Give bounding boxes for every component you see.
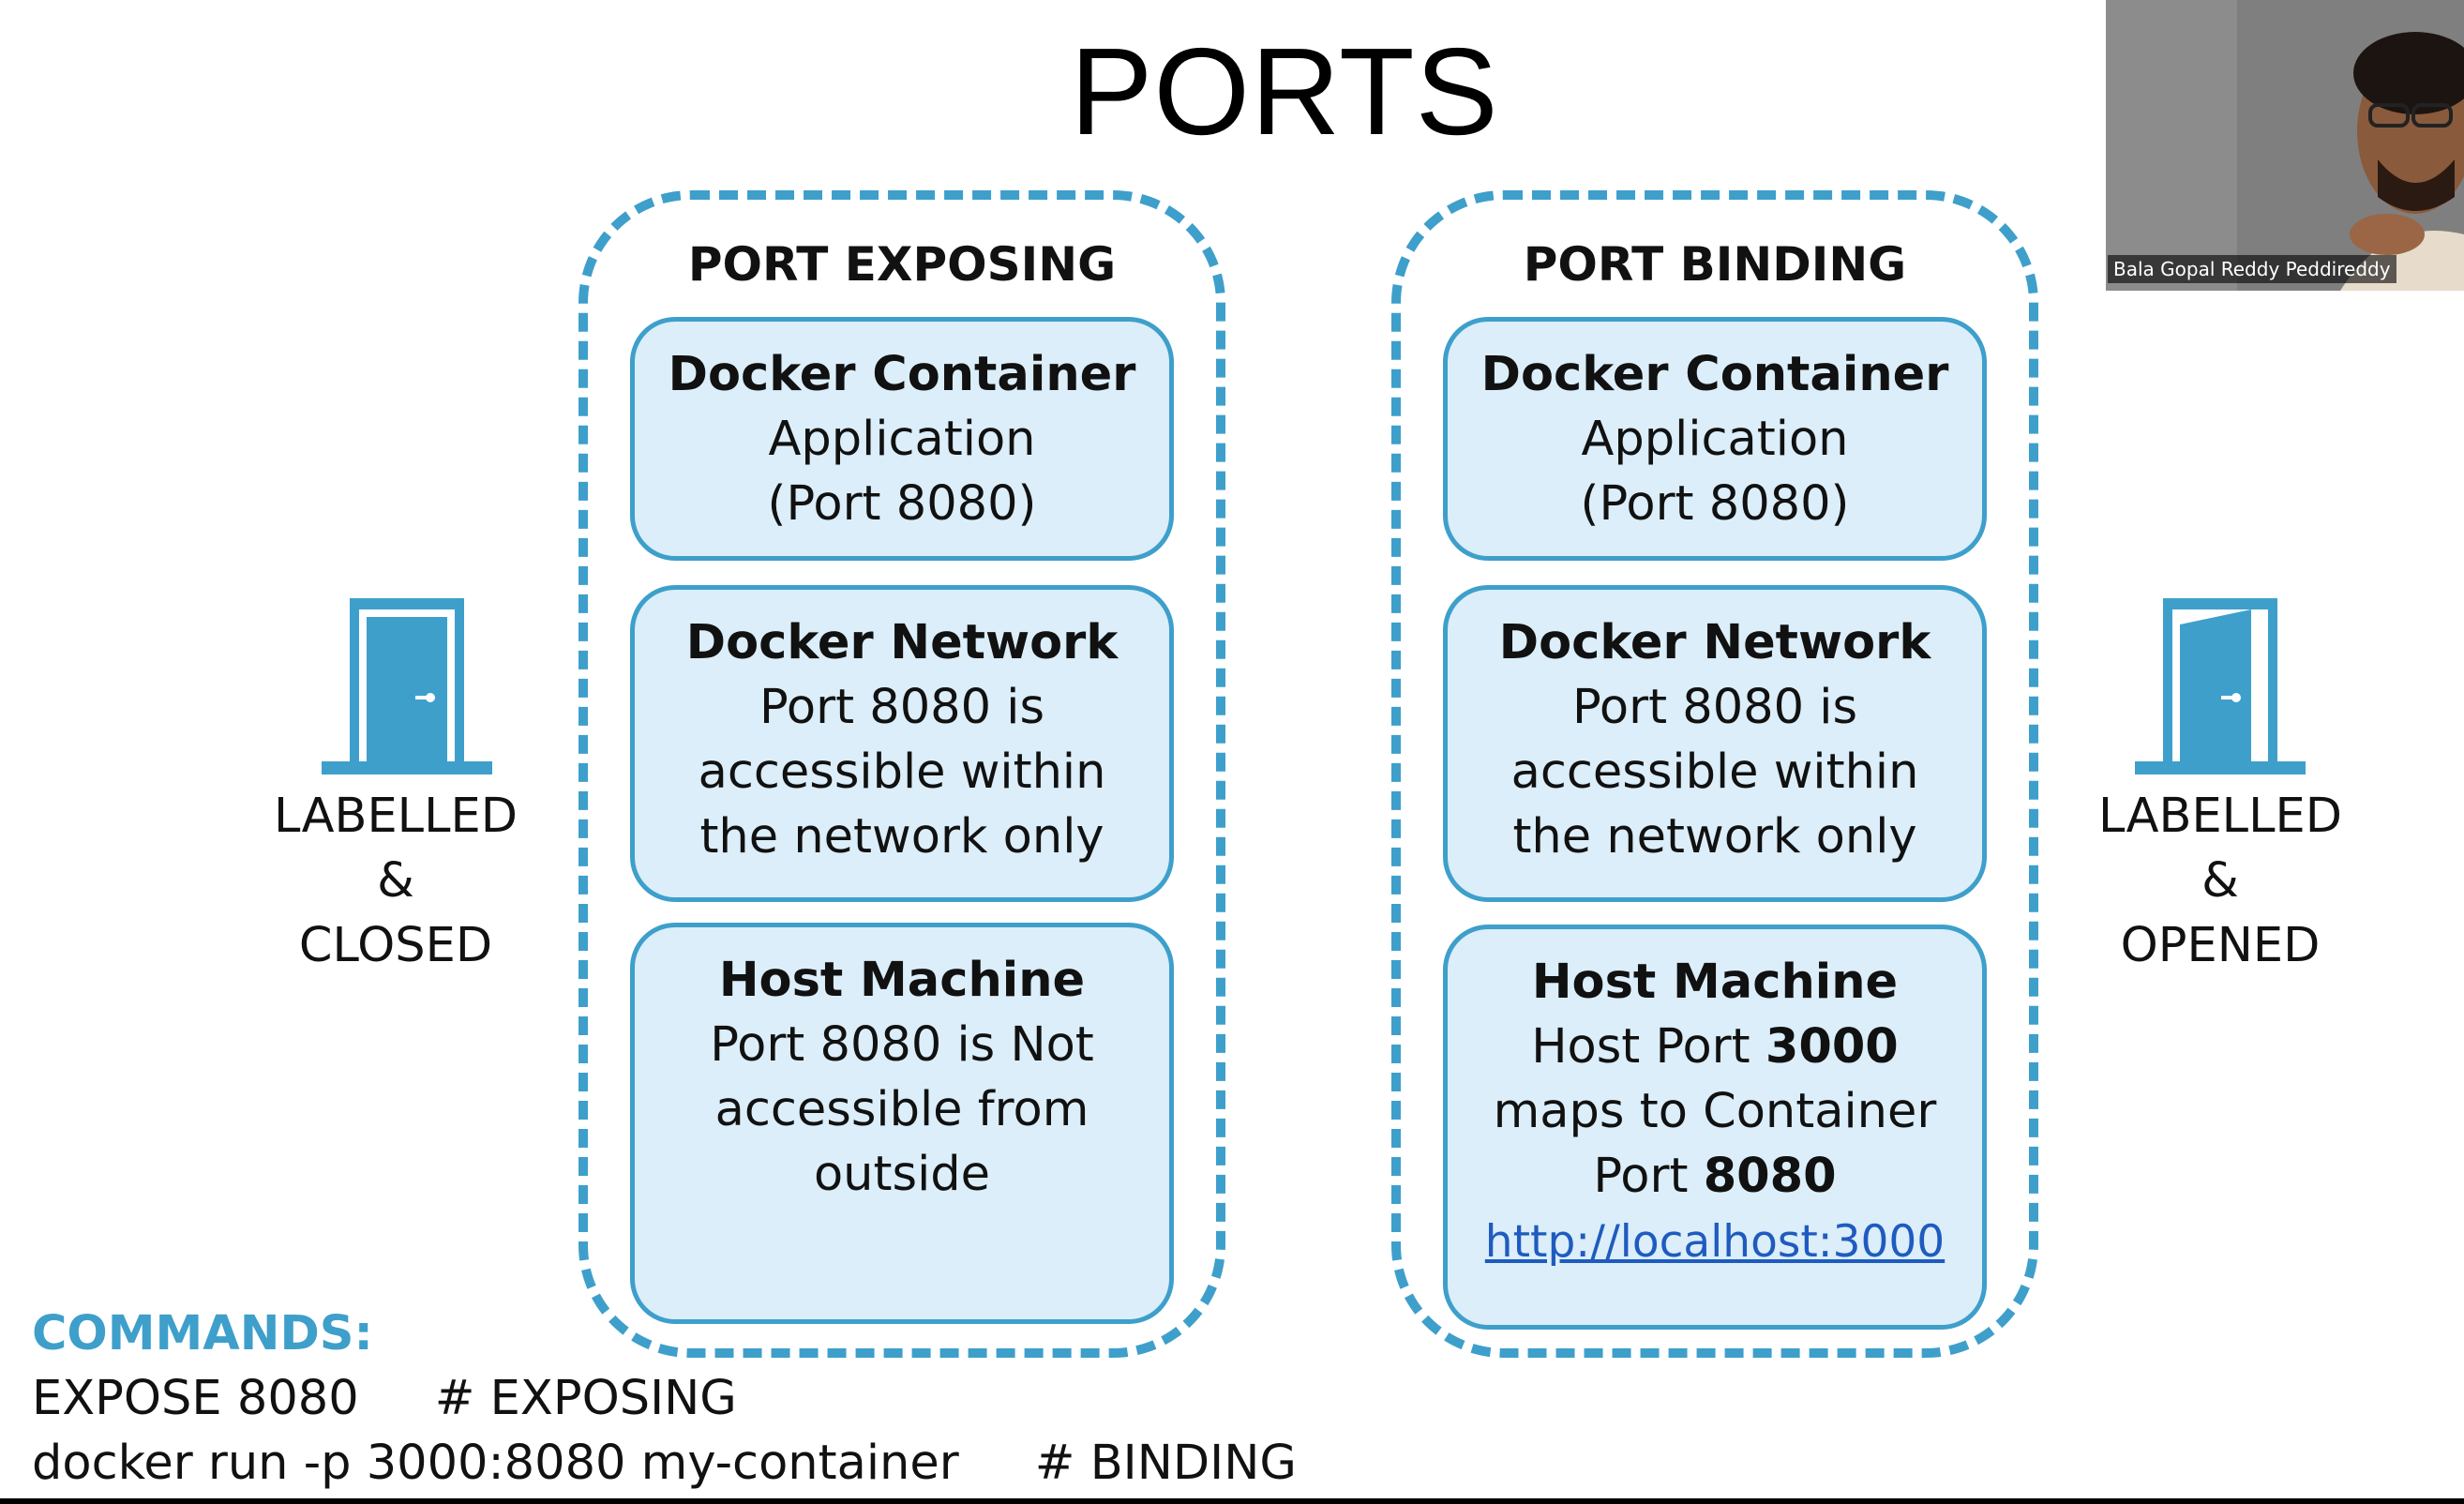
binding-network-card: Docker Network Port 8080 is accessible w… — [1443, 585, 1987, 902]
port-exposing-panel: PORT EXPOSING — [578, 190, 1225, 1358]
door-label-line: & — [377, 853, 414, 909]
port-exposing-heading: PORT EXPOSING — [687, 237, 1117, 292]
card-line: Host Port 3000 — [1448, 1015, 1982, 1079]
card-line: Port 8080 — [1448, 1144, 1982, 1209]
card-line: accessible from — [714, 1082, 1089, 1137]
door-label-line: OPENED — [2120, 918, 2321, 973]
card-line: accessible within — [698, 744, 1106, 800]
container-port-prefix: Port — [1593, 1149, 1704, 1204]
bottom-border — [0, 1498, 2464, 1504]
door-label-line: LABELLED — [2097, 789, 2342, 844]
commands-section: COMMANDS: EXPOSE 8080 # EXPOSING docker … — [32, 1301, 1297, 1496]
card-heading: Docker Network — [685, 615, 1119, 670]
card-line: (Port 8080) — [1580, 476, 1850, 532]
host-port-prefix: Host Port — [1531, 1019, 1765, 1075]
card-line: maps to Container — [1493, 1084, 1937, 1139]
door-label-line: & — [2201, 853, 2239, 909]
card-heading: Docker Network — [1498, 615, 1931, 670]
commands-heading: COMMANDS: — [32, 1306, 373, 1361]
command-line: docker run -p 3000:8080 my-container # B… — [32, 1436, 1297, 1491]
card-line: the network only — [1512, 809, 1917, 865]
card-heading: Docker Container — [668, 347, 1136, 402]
localhost-link[interactable]: http://localhost:3000 — [1484, 1216, 1946, 1268]
command-line: EXPOSE 8080 # EXPOSING — [32, 1371, 737, 1426]
card-line: Application — [768, 412, 1036, 467]
card-line: Port 8080 is — [1571, 680, 1858, 735]
port-binding-panel: PORT BINDING — [1391, 190, 2038, 1358]
card-line: Port 8080 is Not — [710, 1017, 1094, 1073]
card-line: Port 8080 is — [759, 680, 1045, 735]
port-binding-heading: PORT BINDING — [1523, 237, 1907, 292]
card-line: outside — [813, 1147, 990, 1202]
slide-title: PORTS — [1070, 23, 1499, 160]
card-heading: Host Machine — [718, 953, 1086, 1008]
container-port-number: 8080 — [1703, 1149, 1837, 1204]
binding-host-card: Host Machine Host Port 3000 maps to Cont… — [1443, 925, 1987, 1330]
card-line: accessible within — [1510, 744, 1919, 800]
closed-door-label: LABELLED & CLOSED — [246, 784, 546, 978]
webcam-video[interactable]: Bala Gopal Reddy Peddireddy — [2106, 0, 2464, 291]
card-line: (Port 8080) — [767, 476, 1037, 532]
presenter-video-icon — [2106, 0, 2464, 291]
card-line: http://localhost:3000 — [1448, 1209, 1982, 1274]
closed-door-icon — [322, 598, 492, 775]
door-label-line: CLOSED — [298, 918, 493, 973]
card-heading: Host Machine — [1531, 955, 1899, 1010]
webcam-name-tag: Bala Gopal Reddy Peddireddy — [2108, 255, 2396, 283]
card-line: Application — [1581, 412, 1849, 467]
exposing-host-card: Host Machine Port 8080 is Not accessible… — [630, 923, 1174, 1324]
open-door-icon — [2135, 598, 2306, 775]
exposing-container-card: Docker Container Application (Port 8080) — [630, 317, 1174, 561]
card-heading: Docker Container — [1480, 347, 1949, 402]
host-port-number: 3000 — [1765, 1019, 1899, 1075]
opened-door-label: LABELLED & OPENED — [2070, 784, 2370, 978]
card-line: the network only — [699, 809, 1104, 865]
binding-container-card: Docker Container Application (Port 8080) — [1443, 317, 1987, 561]
door-label-line: LABELLED — [273, 789, 518, 844]
exposing-network-card: Docker Network Port 8080 is accessible w… — [630, 585, 1174, 902]
